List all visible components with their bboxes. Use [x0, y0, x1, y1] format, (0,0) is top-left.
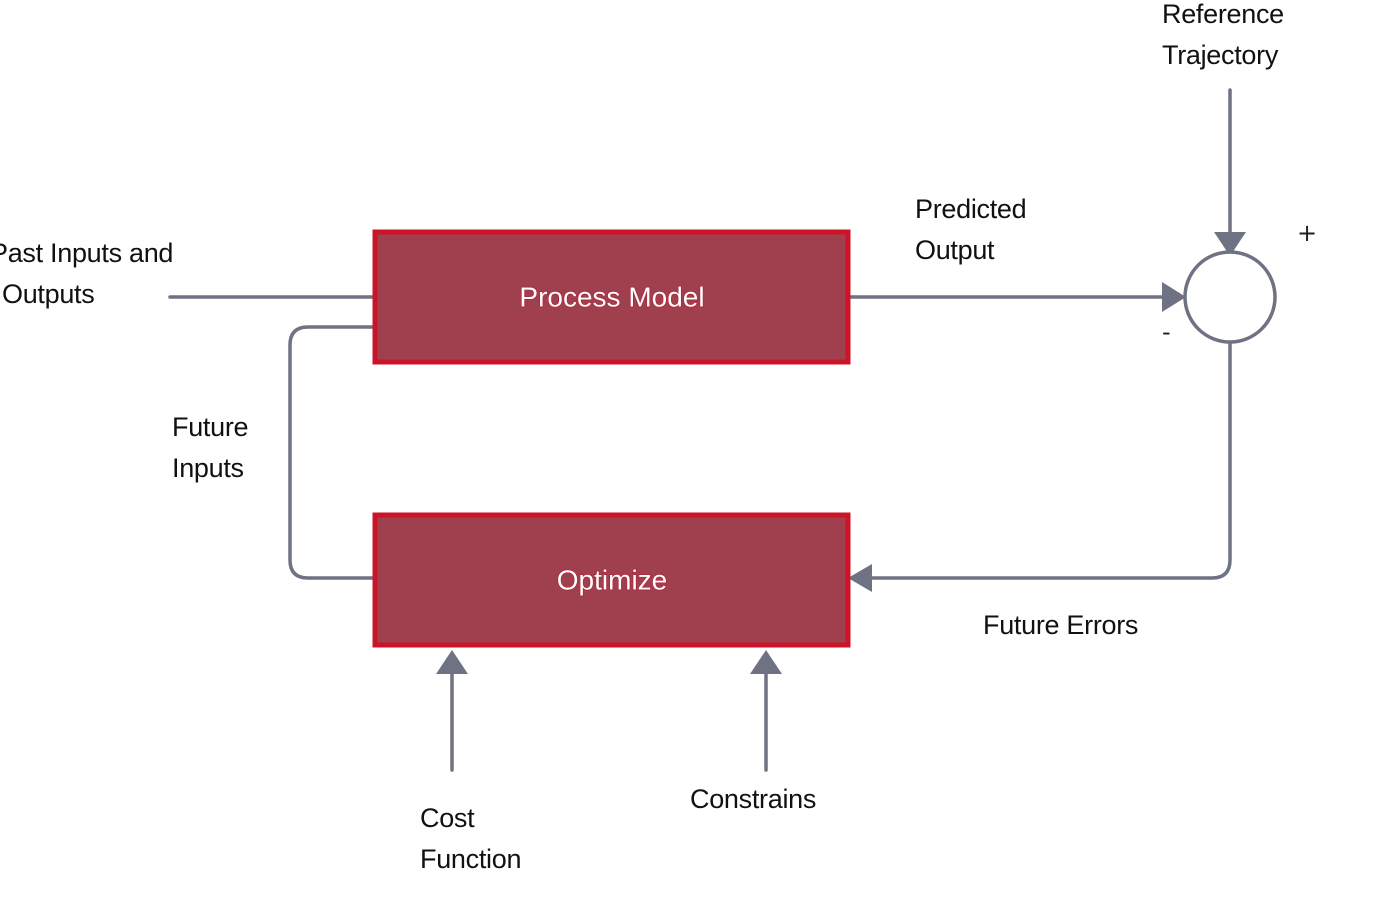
junction-minus-sign: - [1162, 318, 1171, 346]
future-inputs-connector [288, 325, 374, 580]
cost-function-label-line2: Function [420, 844, 521, 874]
predicted-output-label-line2: Output [915, 235, 995, 265]
future-errors-label: Future Errors [983, 610, 1138, 640]
past-inputs-label-line2: Outputs [2, 279, 94, 309]
reference-arrowhead [1214, 232, 1246, 256]
optimize-label: Optimize [557, 564, 667, 595]
predicted-output-label-line1: Predicted [915, 194, 1026, 224]
constrains-label: Constrains [690, 784, 816, 814]
summing-junction [1183, 250, 1277, 344]
reference-trajectory-label-line1: Reference [1162, 0, 1284, 29]
future-errors-connector [868, 339, 1232, 580]
predicted-output-arrowhead [1162, 282, 1186, 312]
future-errors-arrowhead [848, 564, 872, 592]
process-model-label: Process Model [519, 281, 704, 312]
constrains-arrowhead [750, 650, 782, 674]
process-model-box [372, 229, 851, 365]
optimize-box [372, 512, 851, 648]
reference-trajectory-label-line2: Trajectory [1162, 40, 1279, 70]
process-model-block: Process Model [372, 229, 851, 365]
future-inputs-label-line1: Future [172, 412, 248, 442]
past-inputs-label-line1: Past Inputs and [0, 238, 173, 268]
optimize-block: Optimize [372, 512, 851, 648]
junction-plus-sign: + [1297, 219, 1317, 247]
future-inputs-label-line2: Inputs [172, 453, 244, 483]
cost-function-label-line1: Cost [420, 803, 475, 833]
cost-function-arrowhead [436, 650, 468, 674]
